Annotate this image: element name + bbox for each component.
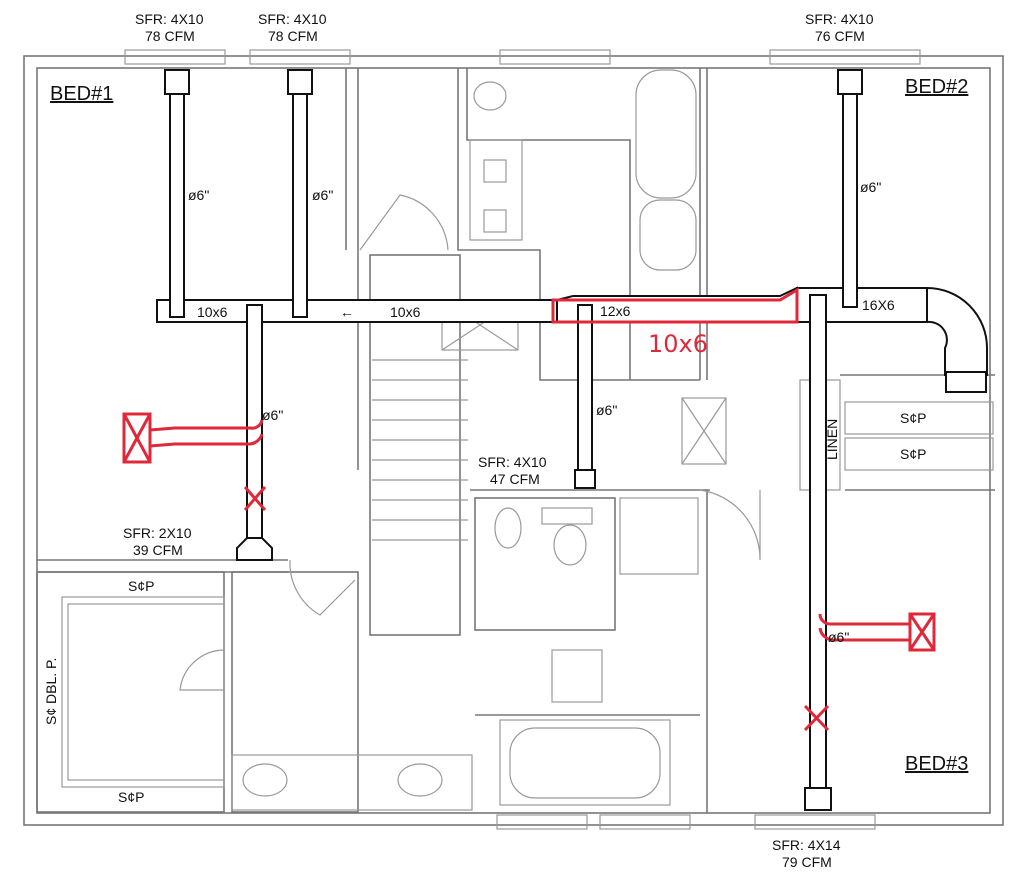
stair-treads [372, 359, 468, 541]
closet-label: S¢P [900, 410, 926, 426]
room-label-bed3: BED#3 [905, 753, 968, 775]
register-size: SFR: 2X10 [123, 525, 192, 541]
flow-arrow-icon: ← [340, 304, 354, 320]
markup-correction-label: 10x6 [648, 330, 708, 358]
labels: BED#1 BED#2 BED#3 LINEN S¢P S¢P S¢ DBL. … [43, 11, 968, 870]
duct-size-label: 10x6 [197, 304, 228, 320]
duct-size-label: 16X6 [862, 297, 895, 313]
trunk-duct [156, 286, 988, 393]
register-size: SFR: 4X14 [772, 837, 841, 853]
register-size: SFR: 4X10 [478, 454, 547, 470]
duct-size-label: 12x6 [600, 303, 631, 319]
register-size: SFR: 4X10 [258, 11, 327, 27]
room-label-bed2: BED#2 [905, 76, 968, 98]
register-size: SFR: 4X10 [805, 11, 874, 27]
branch-size-label: ø6" [312, 187, 333, 203]
register-cfm: 76 CFM [815, 28, 865, 44]
register-cfm: 47 CFM [490, 471, 540, 487]
room-label-bed1: BED#1 [50, 83, 113, 105]
branch-size-label: ø6" [828, 629, 849, 645]
register-cfm: 79 CFM [782, 854, 832, 870]
closet-label: S¢ DBL. P. [43, 658, 59, 725]
branch-size-label: ø6" [188, 187, 209, 203]
register-size: SFR: 4X10 [135, 11, 204, 27]
register-cfm: 78 CFM [268, 28, 318, 44]
closet-label: S¢P [900, 446, 926, 462]
room-label-linen: LINEN [824, 419, 840, 460]
branch-size-label: ø6" [596, 402, 617, 418]
register-cfm: 78 CFM [145, 28, 195, 44]
closet-label: S¢P [118, 789, 144, 805]
walls [23, 49, 1004, 830]
register-cfm: 39 CFM [133, 542, 183, 558]
duct-size-label: 10x6 [390, 304, 421, 320]
branch-size-label: ø6" [262, 407, 283, 423]
red-markup: 10x6 [122, 287, 936, 732]
branch-size-label: ø6" [860, 179, 881, 195]
branch-ducts [164, 69, 863, 811]
closet-label: S¢P [128, 578, 154, 594]
